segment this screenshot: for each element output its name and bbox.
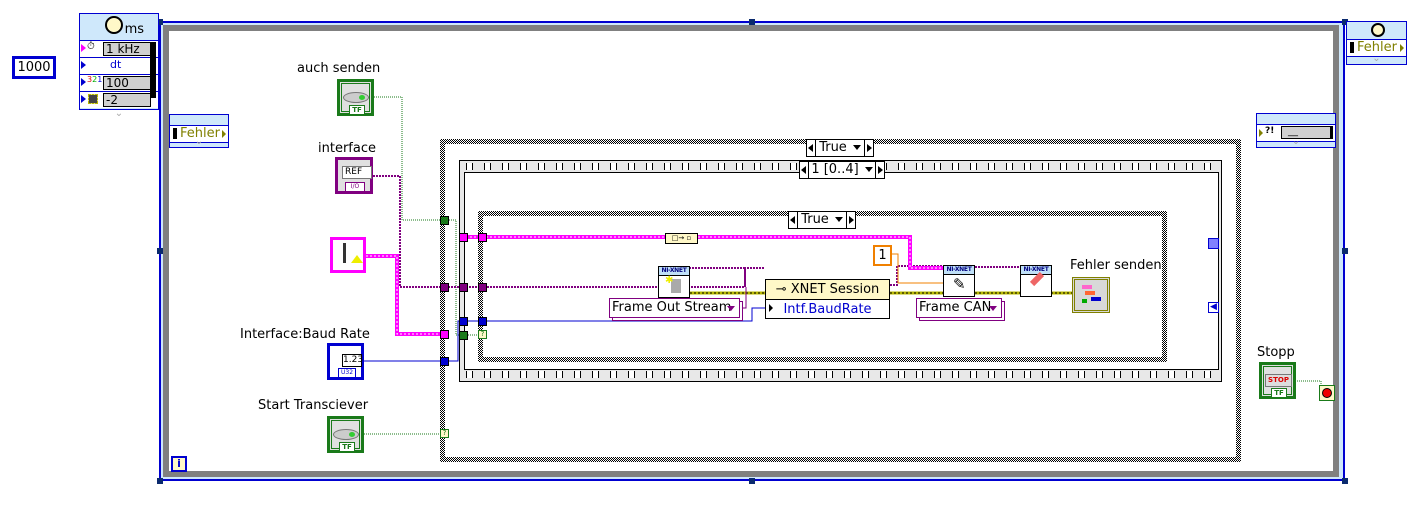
xnet-property-node[interactable]: ⊸ XNET Session Intf.BaudRate — [765, 279, 890, 319]
stop-icon — [1322, 388, 1332, 398]
warning-icon: ?! — [1265, 126, 1275, 136]
expand-chevron-icon[interactable]: ⌄ — [194, 136, 204, 147]
tunnel-refnum[interactable] — [478, 283, 487, 292]
timed-loop-output-node[interactable]: Fehler ⌄ — [1346, 21, 1407, 65]
tunnel-boolean[interactable] — [459, 331, 468, 340]
loop-right-data-node[interactable]: ?!__ ⌄ — [1256, 113, 1336, 148]
frame-out-stream-ring[interactable]: Frame Out Stream — [609, 298, 740, 318]
slider-icon — [343, 243, 346, 263]
integer-constant[interactable]: 1 — [873, 245, 892, 266]
resize-handle[interactable] — [1342, 478, 1348, 484]
label-interface: interface — [318, 141, 376, 156]
input-row-timing-source[interactable]: ⏱1 kHz — [80, 40, 158, 57]
unbundle-node[interactable]: □→ ▫ — [665, 233, 698, 244]
new-session-icon — [671, 279, 681, 293]
start-transciever-terminal[interactable]: TF — [327, 416, 364, 453]
unit-label: ms — [124, 22, 144, 37]
timing-source-icon: ⏱ — [87, 41, 95, 52]
stopp-terminal[interactable]: STOP TF — [1259, 362, 1296, 399]
expand-chevron-icon[interactable]: ⌄ — [114, 108, 124, 119]
sequence-local[interactable] — [1208, 238, 1219, 249]
expand-chevron-icon[interactable]: ⌄ — [1372, 53, 1381, 64]
resize-handle[interactable] — [1342, 248, 1348, 254]
resize-handle[interactable] — [749, 478, 755, 484]
sequence-film-holes-bottom — [462, 371, 1219, 378]
input-row-processor[interactable]: -2 — [80, 91, 158, 108]
session-icon — [351, 255, 363, 263]
processor-icon — [88, 94, 98, 104]
iteration-terminal[interactable]: i — [171, 456, 187, 472]
resize-handle[interactable] — [157, 248, 163, 254]
tunnel-cluster[interactable] — [478, 233, 487, 242]
key-icon: ⊸ — [775, 282, 791, 297]
tunnel-refnum[interactable] — [440, 283, 449, 292]
sequence-local-arrow-icon[interactable]: ◀ — [1208, 302, 1219, 313]
label-start-transciever: Start Transciever — [258, 398, 369, 413]
label-baud-rate: Interface:Baud Rate — [240, 327, 370, 342]
resize-handle[interactable] — [157, 19, 163, 25]
pencil-icon: ✎ — [953, 275, 966, 293]
led-icon — [333, 429, 359, 440]
expand-chevron-icon[interactable]: ⌄ — [1291, 136, 1301, 147]
case-selector-terminal[interactable]: ? — [440, 429, 449, 438]
input-row-dt[interactable]: dt — [80, 57, 158, 74]
tunnel-numeric[interactable] — [459, 317, 468, 326]
error-cluster-icon — [1082, 285, 1092, 289]
tunnel-cluster[interactable] — [440, 330, 449, 339]
fehler-senden-indicator[interactable] — [1072, 277, 1110, 313]
sequence-frame-selector[interactable]: 1 [0..4] — [799, 161, 885, 179]
inner-case-selector[interactable]: True — [788, 211, 856, 229]
xnet-write-node[interactable]: NI-XNET ✎ — [943, 265, 975, 297]
period-constant[interactable]: 1000 — [12, 56, 56, 79]
frame-can-ring[interactable]: Frame CAN — [916, 298, 1002, 318]
interface-terminal[interactable]: REF I/O — [335, 157, 373, 194]
tunnel-cluster[interactable] — [459, 233, 468, 242]
clock-icon — [105, 16, 123, 34]
tunnel-numeric[interactable] — [440, 357, 449, 366]
resize-handle[interactable] — [1342, 19, 1348, 25]
priority-icon: 321 — [87, 75, 103, 84]
xnet-clear-node[interactable]: NI-XNET — [1020, 265, 1052, 297]
resize-handle[interactable] — [749, 19, 755, 25]
tunnel-refnum[interactable] — [459, 283, 468, 292]
auch-senden-terminal[interactable]: TF — [337, 79, 374, 116]
resize-handle[interactable] — [157, 478, 163, 484]
loop-condition-terminal[interactable] — [1319, 385, 1335, 401]
baud-rate-terminal[interactable]: 1.23 U32 — [327, 343, 364, 380]
label-fehler-senden: Fehler senden — [1070, 258, 1162, 273]
clock-icon — [1371, 23, 1385, 37]
xnet-create-session-node[interactable]: NI-XNET ✱ — [658, 266, 690, 298]
led-icon — [343, 92, 369, 103]
loop-error-in-node[interactable]: Fehler ⌄ — [169, 114, 229, 148]
outer-case-selector[interactable]: True — [806, 139, 874, 157]
label-stopp: Stopp — [1257, 345, 1295, 360]
label-auch-senden: auch senden — [297, 61, 381, 76]
session-control-terminal[interactable] — [330, 237, 366, 273]
tunnel-numeric[interactable] — [478, 317, 487, 326]
case-selector-terminal[interactable]: ? — [478, 330, 487, 339]
tunnel-boolean[interactable] — [440, 216, 449, 225]
